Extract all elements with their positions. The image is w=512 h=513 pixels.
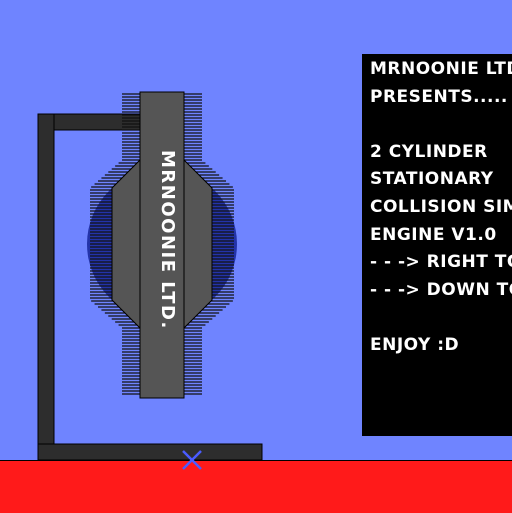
engine-label: MRNOONIE LTD. [157,150,178,330]
info-line: - - -> RIGHT TO [370,252,512,272]
info-panel: MRNOONIE LTD. PRESENTS..... 2 CYLINDER S… [362,54,512,436]
engine-block: MRNOONIE LTD. [111,91,213,399]
close-x-icon[interactable] [180,448,204,472]
info-line: ENJOY :D [370,335,460,355]
info-line: - - -> DOWN TO [370,280,512,300]
frame-base [37,443,263,461]
info-line: PRESENTS..... [370,87,508,107]
info-line: STATIONARY [370,169,494,189]
frame-post [37,113,55,461]
engine-body [139,91,185,399]
info-line: COLLISION SIM [370,197,512,217]
stand-frame [37,113,263,461]
ground-floor [0,460,512,513]
engine-bulge [111,158,213,330]
info-line: 2 CYLINDER [370,142,488,162]
info-line: MRNOONIE LTD. [370,59,512,79]
info-line: ENGINE V1.0 [370,225,497,245]
